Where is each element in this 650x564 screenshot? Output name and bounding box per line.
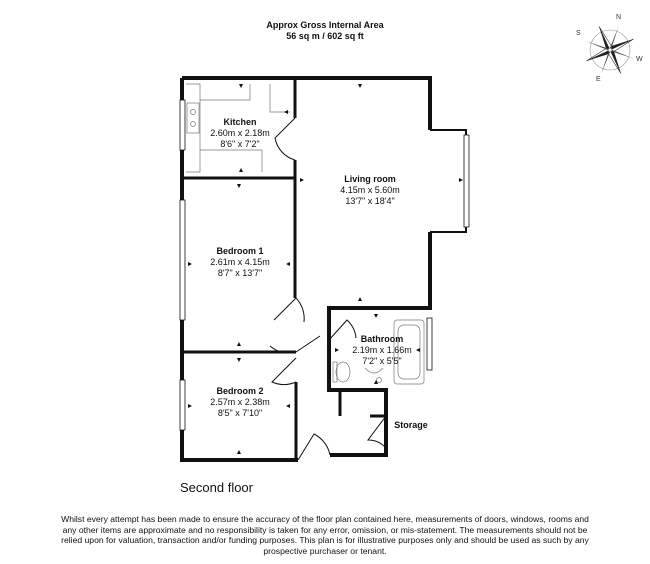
area-value: 56 sq m / 602 sq ft [286,31,364,41]
room-living: Living room 4.15m x 5.60m 13'7" x 18'4" [340,174,400,206]
area-title: Approx Gross Internal Area [266,20,384,30]
area-header: Approx Gross Internal Area 56 sq m / 602… [0,20,650,42]
dimension-arrows [188,84,463,454]
compass-rose-icon: N E S W [572,12,648,88]
compass-n: N [616,14,622,21]
disclaimer-text: Whilst every attempt has been made to en… [61,514,589,556]
bathroom-fixtures [332,319,425,385]
compass-e: E [596,76,601,83]
bedroom2-door [271,357,297,386]
kitchen-door [274,117,296,161]
bedroom2-window [179,379,186,431]
room-bedroom-1: Bedroom 1 2.61m x 4.15m 8'7" x 13'7" [210,246,270,278]
kitchen-fixtures [186,83,290,173]
bathroom-door [328,319,357,341]
outer-wall-top [182,76,432,130]
bathroom-window [426,317,433,371]
room-bedroom-2: Bedroom 2 2.57m x 2.38m 8'5" x 7'10" [210,386,270,418]
room-bathroom: Bathroom 2.19m x 1.66m 7'2" x 5'5" [352,334,412,366]
compass-w: W [636,56,643,63]
bedroom1-window [179,199,186,321]
storage-door [366,415,387,449]
floor-label: Second floor [180,480,253,495]
storage-wall-a [330,388,360,416]
hall-door [273,297,305,323]
room-storage: Storage [394,420,428,430]
room-kitchen: Kitchen 2.60m x 2.18m 8'6" x 7'2" [210,117,270,149]
entrance-door [297,433,331,461]
outer-wall-right [327,232,432,457]
bedroom1-door [269,335,321,354]
compass-s: S [576,30,581,37]
bay-window [463,134,470,228]
kitchen-window [179,99,186,151]
